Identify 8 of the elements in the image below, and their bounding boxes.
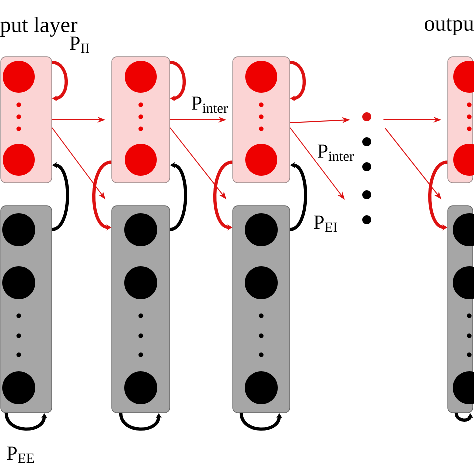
dot [362,112,372,122]
edge-label: P$_{II}$ [70,36,90,54]
edge-label: P$_{EI}$ [314,216,338,232]
layer-heading: put layer [0,17,78,37]
edge-label: P$_{EE}$ [7,446,34,464]
layer-heading: outpu [425,18,474,36]
edge-label: P$_{inter}$ [318,144,354,162]
edge-label: P$_{inter}$ [192,96,228,114]
